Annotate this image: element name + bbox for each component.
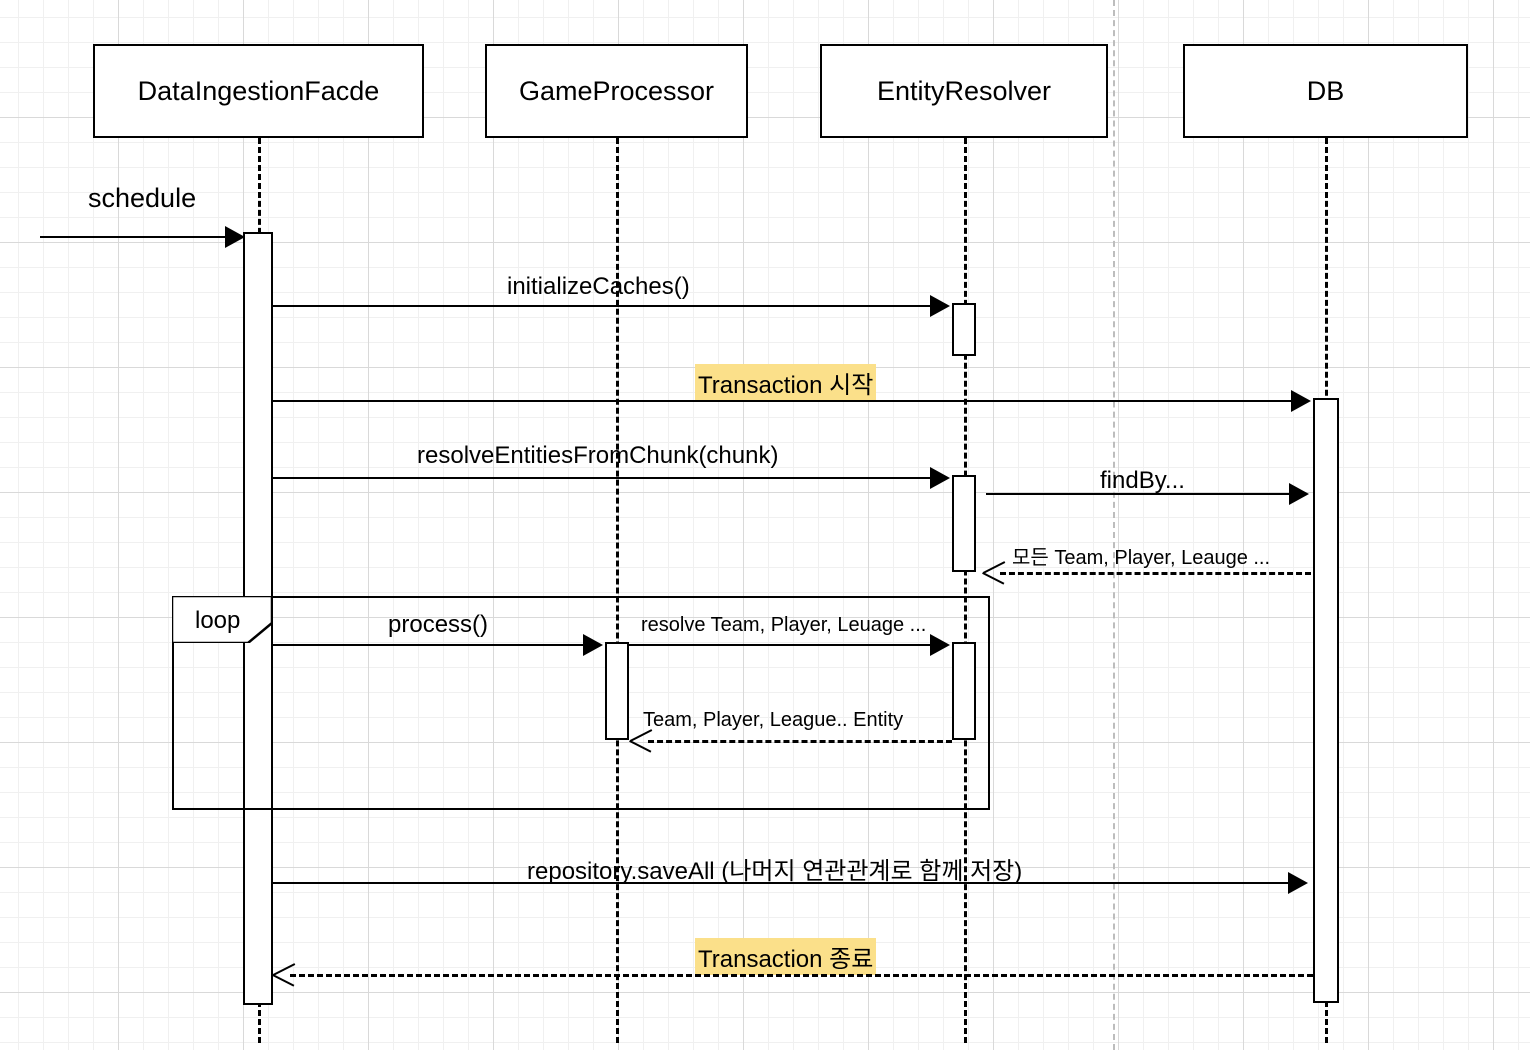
arrowhead-resolveentitiesfromchunk	[930, 467, 950, 489]
message-line-findby	[986, 493, 1291, 495]
arrowhead-transaction-start	[1291, 390, 1311, 412]
arrowhead-all-entities-return	[983, 561, 1005, 583]
pentagon-shape	[172, 596, 272, 643]
arrowhead-repository-saveall	[1288, 872, 1308, 894]
message-line-repository-saveall	[273, 882, 1291, 884]
message-line-transaction-end	[290, 974, 1313, 977]
message-label-transaction-end: Transaction 종료	[695, 938, 877, 975]
page-break-guide	[1113, 0, 1115, 1050]
participant-label: GameProcessor	[518, 75, 715, 106]
message-line-transaction-start	[273, 400, 1294, 402]
message-label-all-entities-return: 모든 Team, Player, Leauge ...	[1012, 547, 1271, 569]
activation-bar-gameprocessor-process	[605, 642, 629, 740]
message-label-transaction-start: Transaction 시작	[695, 364, 877, 401]
message-line-process	[273, 644, 585, 646]
message-line-initializecaches	[273, 305, 933, 307]
arrowhead-initializecaches	[930, 295, 950, 317]
participant-label: DataIngestionFacde	[137, 75, 380, 106]
activation-bar-entityresolver-resolveloop	[952, 642, 976, 740]
message-line-schedule	[40, 236, 245, 238]
participant-box-gameprocessor[interactable]: GameProcessor	[485, 44, 748, 138]
arrowhead-transaction-end	[273, 963, 295, 985]
activation-bar-entityresolver-resolveentities	[952, 475, 976, 572]
participant-box-dataingestionfacde[interactable]: DataIngestionFacde	[93, 44, 424, 138]
arrowhead-entity-return	[630, 729, 652, 751]
message-label-process: process()	[388, 611, 489, 638]
message-label-resolveentitiesfromchunk: resolveEntitiesFromChunk(chunk)	[417, 442, 779, 469]
lifeline-entityresolver	[964, 138, 967, 1043]
arrowhead-process	[583, 634, 603, 656]
message-line-all-entities-return	[1000, 572, 1311, 575]
participant-box-entityresolver[interactable]: EntityResolver	[820, 44, 1108, 138]
fragment-loop-operator-box	[172, 596, 272, 643]
arrowhead-findby	[1289, 483, 1309, 505]
message-line-resolveentitiesfromchunk	[273, 477, 933, 479]
message-line-resolve-entities-loop	[629, 644, 933, 646]
message-label-initializecaches: initializeCaches()	[507, 273, 690, 300]
message-line-entity-return	[648, 740, 952, 743]
participant-label: EntityResolver	[876, 75, 1052, 106]
message-label-findby: findBy...	[1100, 467, 1185, 494]
arrowhead-resolve-entities-loop	[930, 634, 950, 656]
participant-box-db[interactable]: DB	[1183, 44, 1468, 138]
fragment-loop-label: loop	[195, 607, 241, 634]
participant-label: DB	[1306, 75, 1345, 106]
message-label-schedule: schedule	[88, 183, 197, 213]
arrowhead-schedule	[225, 226, 245, 248]
fragment-loop[interactable]	[172, 596, 990, 810]
message-label-resolve-entities-loop: resolve Team, Player, Leuage ...	[641, 614, 927, 636]
activation-bar-entityresolver-initializecaches	[952, 303, 976, 356]
activation-bar-db	[1313, 398, 1339, 1003]
message-label-entity-return: Team, Player, League.. Entity	[643, 709, 904, 731]
message-label-repository-saveall: repository.saveAll (나머지 연관관계로 함께 저장)	[527, 858, 1023, 885]
lifeline-gameprocessor	[616, 138, 619, 1043]
